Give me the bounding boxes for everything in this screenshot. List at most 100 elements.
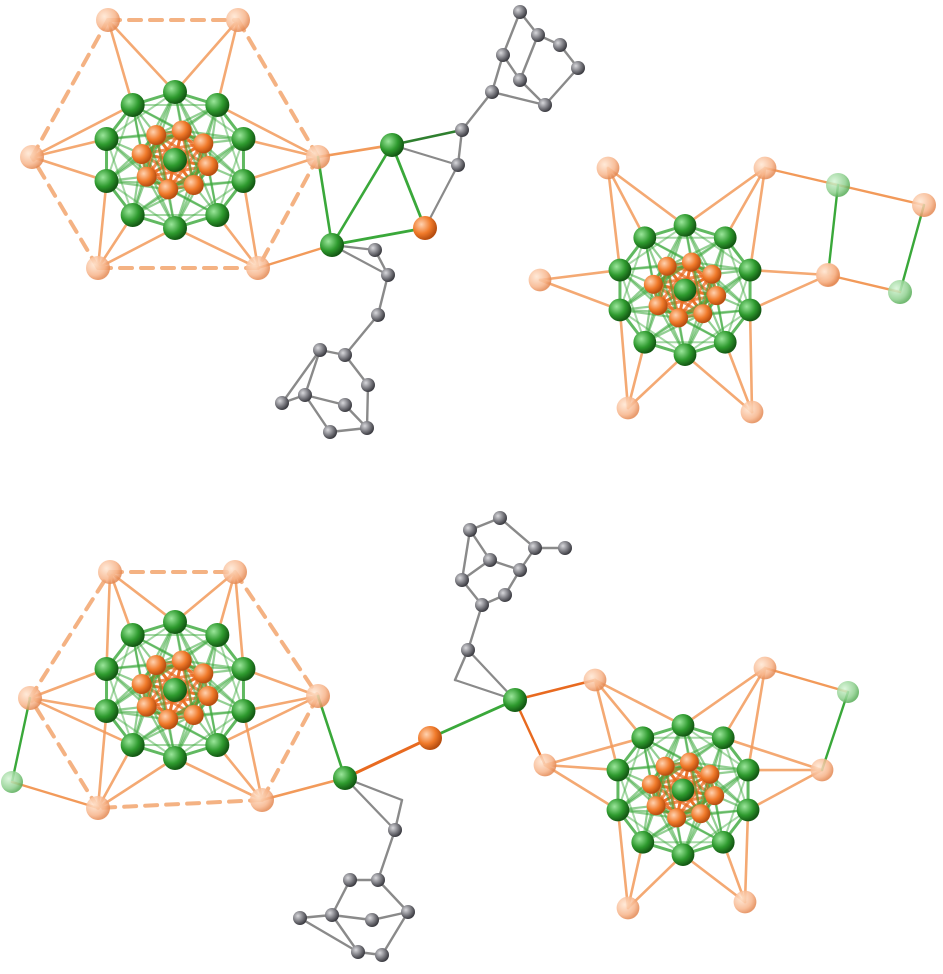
- green-metal-atom: [120, 92, 145, 117]
- bridge-bond: [343, 736, 432, 780]
- outer-bond: [28, 696, 108, 713]
- outer-bond: [108, 570, 177, 624]
- carbon-atom: [343, 873, 357, 887]
- shell-bond: [105, 710, 176, 759]
- orange-metal-atom: [171, 650, 192, 671]
- outer-bond: [316, 143, 394, 159]
- shell-bond: [616, 808, 684, 856]
- carbon-bond: [501, 10, 522, 57]
- orange-metal-atom: [193, 133, 214, 154]
- carbon-atom: [325, 908, 339, 922]
- carbon-bond: [376, 878, 410, 914]
- outer-bond: [30, 103, 134, 159]
- shell-bond: [105, 180, 176, 229]
- outer-bond: [233, 570, 245, 671]
- carbon-atom: [323, 425, 337, 439]
- orange-metal-atom: [86, 796, 110, 820]
- carbon-atom: [513, 5, 527, 19]
- orange-metal-atom: [146, 654, 167, 675]
- shell-bond: [202, 142, 219, 217]
- green-metal-atom: [163, 678, 187, 702]
- orange-metal-atom: [131, 674, 152, 695]
- green-metal-atom: [380, 133, 404, 157]
- outer-bond: [543, 763, 620, 772]
- carbon-atom: [493, 511, 507, 525]
- carbon-atom: [293, 911, 307, 925]
- orange-metal-atom: [667, 808, 687, 828]
- orange-metal-atom: [183, 705, 204, 726]
- carbon-atom: [298, 388, 312, 402]
- orange-metal-atom: [223, 560, 247, 584]
- outer-bond: [683, 353, 754, 414]
- carbon-atom: [455, 123, 469, 137]
- outer-bond: [96, 756, 177, 810]
- orange-metal-atom: [98, 560, 122, 584]
- outer-bond: [173, 226, 260, 270]
- outer-bond: [242, 667, 320, 698]
- outer-bond: [606, 166, 647, 240]
- bridge-bond: [343, 776, 397, 832]
- outer-bond: [10, 780, 100, 810]
- outer-bond: [242, 694, 320, 713]
- orange-metal-atom: [183, 175, 204, 196]
- bridge-bond: [330, 226, 427, 247]
- outer-bond: [826, 183, 840, 277]
- dashed-contact: [28, 570, 112, 700]
- outer-bond: [681, 666, 767, 727]
- outer-bond: [173, 18, 240, 94]
- dashed-contact: [30, 155, 100, 270]
- shell-bond: [641, 736, 678, 820]
- outer-bond: [748, 166, 767, 272]
- outer-bond: [743, 808, 750, 904]
- green-metal-atom: [163, 80, 187, 104]
- green-metal-atom: [231, 126, 256, 151]
- carbon-bond: [303, 393, 332, 434]
- outer-bond: [606, 166, 687, 227]
- shell-bond: [618, 269, 646, 344]
- shell-bond: [618, 236, 646, 311]
- bridge-bond: [330, 143, 394, 247]
- carbon-atom: [455, 573, 469, 587]
- orange-metal-atom: [583, 668, 607, 692]
- green-metal-atom: [631, 726, 655, 750]
- green-metal-atom: [673, 278, 697, 302]
- green-metal-atom: [231, 656, 256, 681]
- orange-metal-atom: [413, 216, 437, 240]
- carbon-bond: [330, 913, 360, 954]
- green-metal-atom: [888, 280, 912, 304]
- outer-bond: [173, 756, 264, 802]
- dashed-contact: [96, 798, 264, 810]
- carbon-atom: [401, 905, 415, 919]
- green-metal-atom: [205, 733, 230, 758]
- outer-bond: [898, 203, 926, 294]
- orange-metal-atom: [418, 726, 442, 750]
- green-metal-atom: [736, 798, 760, 822]
- outer-bond: [826, 273, 902, 294]
- carbon-bond: [298, 916, 360, 954]
- green-metal-atom: [120, 733, 145, 758]
- green-metal-atom: [608, 298, 632, 322]
- green-metal-atom: [673, 343, 697, 366]
- carbon-atom: [451, 158, 465, 172]
- orange-metal-atom: [20, 145, 44, 169]
- outer-bond: [593, 678, 685, 727]
- green-metal-atom: [713, 330, 737, 354]
- green-metal-atom: [671, 714, 695, 737]
- carbon-atom: [388, 823, 402, 837]
- shell-bond: [722, 769, 750, 844]
- shell-bond: [202, 672, 219, 747]
- orange-metal-atom: [753, 156, 777, 180]
- carbon-atom: [368, 243, 382, 257]
- bridge-bond: [256, 243, 334, 270]
- carbon-atom: [361, 378, 375, 392]
- orange-metal-atom: [702, 264, 722, 284]
- dashed-contact: [256, 155, 320, 270]
- orange-metal-atom: [616, 896, 640, 920]
- carbon-atom: [475, 598, 489, 612]
- orange-metal-atom: [250, 788, 274, 812]
- carbon-atom: [463, 523, 477, 537]
- shell-bond: [216, 103, 245, 183]
- shell-bond: [216, 137, 245, 217]
- green-metal-atom: [320, 233, 344, 257]
